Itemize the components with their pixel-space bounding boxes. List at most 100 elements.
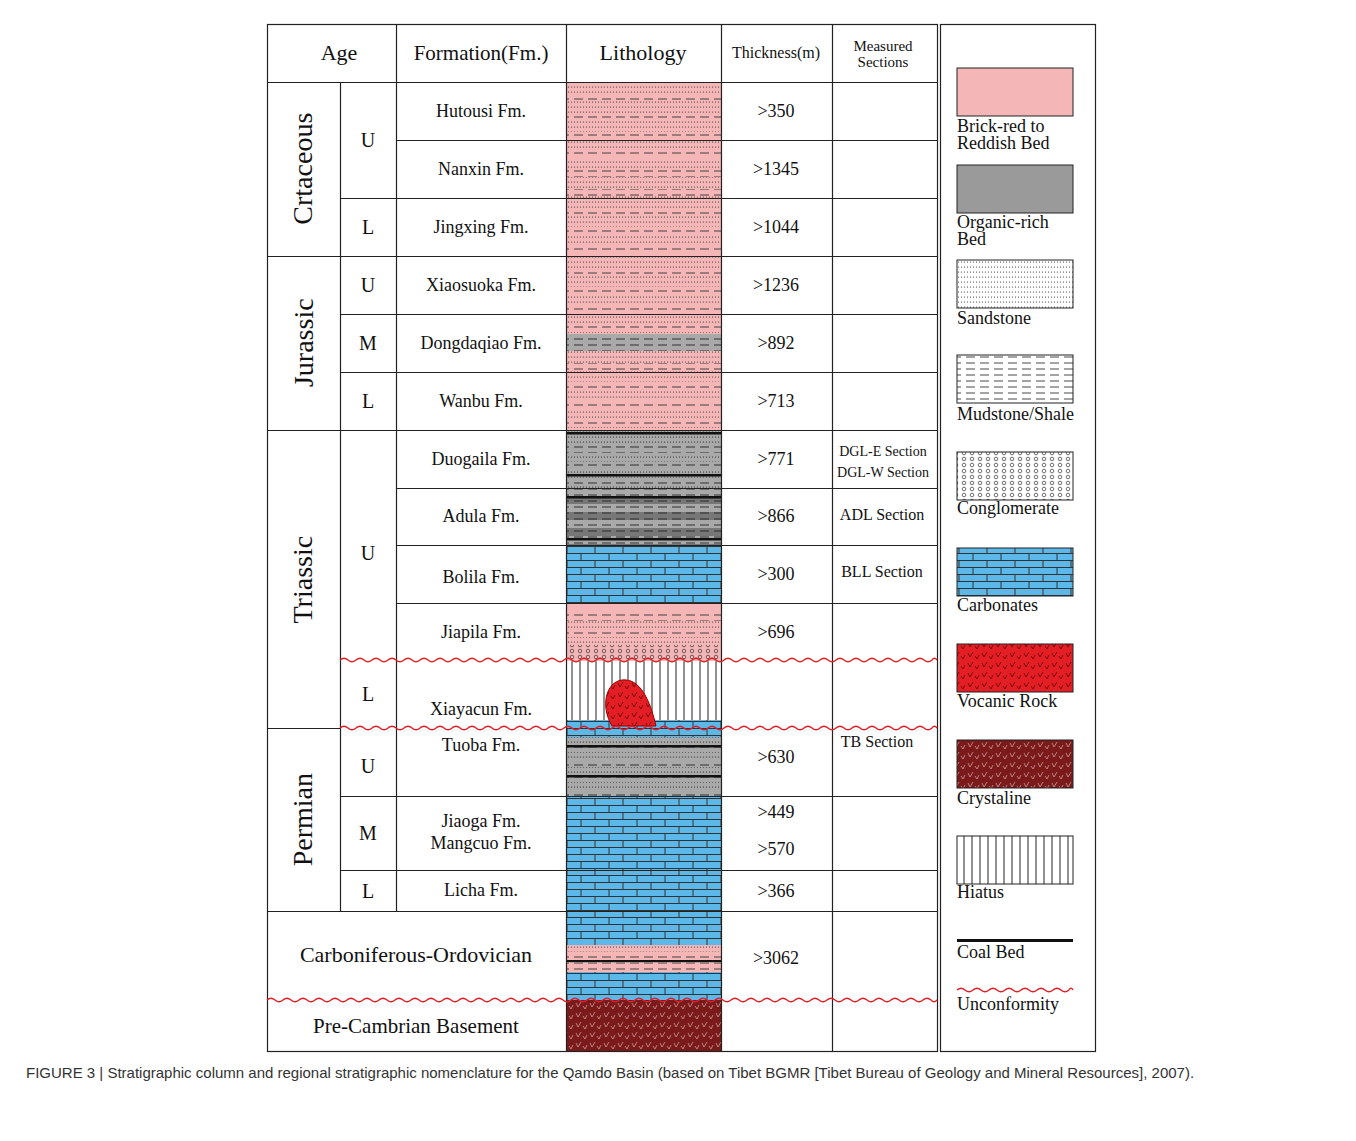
rock-band (566, 637, 721, 645)
rock-band (566, 603, 721, 613)
rock-band (566, 478, 721, 485)
table-cell: U (361, 130, 375, 151)
table-cell: >696 (757, 623, 794, 642)
rock-band (566, 528, 721, 536)
legend-sample (957, 260, 1073, 308)
table-cell: Thickness(m) (732, 45, 820, 62)
legend-label: Organic-rich Bed (957, 214, 1075, 248)
rock-band (566, 767, 721, 775)
table-cell: Bolila Fm. (442, 568, 519, 587)
table-cell: L (362, 684, 374, 705)
table-cell: Pre-Cambrian Basement (313, 1015, 519, 1037)
table-cell: Nanxin Fm. (438, 160, 524, 179)
table-cell: L (362, 217, 374, 238)
table-cell: Formation(Fm.) (414, 42, 549, 64)
table-cell: >570 (757, 840, 794, 859)
rock-band (566, 94, 721, 101)
rock-band (566, 737, 721, 745)
rock-band (566, 446, 721, 453)
rock-band (566, 469, 721, 478)
rock-band (566, 246, 721, 253)
rock-band (566, 437, 721, 446)
table-cell: >366 (757, 882, 794, 901)
table-cell: >1236 (753, 276, 799, 295)
table-cell: DGL-E Section (839, 445, 926, 460)
rock-band (566, 256, 721, 268)
rock-band (566, 294, 721, 306)
rock-band (566, 462, 721, 469)
table-cell: >449 (757, 803, 794, 822)
rock-band (566, 101, 721, 113)
figure-caption: FIGURE 3 | Stratigraphic column and regi… (26, 1062, 1326, 1083)
legend-sample (957, 939, 1073, 942)
table-cell: U (361, 756, 375, 777)
table-cell: >771 (757, 450, 794, 469)
rock-band (566, 215, 721, 227)
table-cell: >866 (757, 507, 794, 526)
rock-band (566, 488, 721, 496)
rock-band (566, 775, 721, 782)
rock-band (566, 453, 721, 462)
rock-band (566, 629, 721, 637)
legend-swatch (957, 165, 1073, 213)
rock-band (566, 382, 721, 389)
legend-sample (957, 988, 1073, 992)
legend-label: Carbonates (957, 597, 1089, 614)
table-cell: Carboniferous-Ordovician (300, 943, 532, 966)
table-cell: M (359, 333, 377, 354)
table-cell: Xiayacun Fm. (430, 700, 532, 719)
legend-label: Brick-red to Reddish Bed (957, 118, 1077, 152)
rock-band (566, 520, 721, 528)
rock-band (566, 363, 721, 370)
legend-label: Crystaline (957, 790, 1089, 807)
rock-band (566, 474, 721, 477)
legend-label: Mudstone/Shale (957, 406, 1097, 423)
rock-band (566, 325, 721, 332)
rock-band (566, 496, 721, 504)
table-cell: >350 (757, 102, 794, 121)
rock-band (566, 334, 721, 351)
rock-band (566, 208, 721, 215)
rock-band (566, 496, 721, 499)
rock-band (566, 972, 721, 1000)
rock-band (566, 963, 721, 973)
rock-band (566, 512, 721, 520)
rock-band (566, 227, 721, 234)
table-cell: >630 (757, 748, 794, 767)
rock-band (566, 253, 721, 256)
table-cell: Jiapila Fm. (441, 623, 521, 642)
rock-band (566, 952, 721, 960)
table-cell: >713 (757, 392, 794, 411)
rock-band (566, 1000, 721, 1051)
legend-sample (957, 548, 1073, 596)
legend-sample (957, 836, 1073, 884)
table-cell: U (361, 543, 375, 564)
legend-label: Hiatus (957, 884, 1089, 901)
rock-band (566, 82, 721, 94)
rock-band (566, 420, 721, 427)
rock-band (566, 351, 721, 363)
table-cell: Age (321, 41, 358, 64)
rock-band (566, 177, 721, 189)
rock-band (566, 332, 721, 334)
rock-band (566, 234, 721, 246)
table-cell: Xiaosuoka Fm. (426, 276, 536, 295)
legend-label: Vocanic Rock (957, 693, 1089, 710)
unconformity-line (267, 998, 937, 1002)
table-cell: Tuoba Fm. (442, 736, 520, 755)
rock-band (566, 306, 721, 313)
table-cell: Measured Sections (834, 39, 932, 71)
rock-band (566, 432, 721, 435)
rock-band (566, 389, 721, 401)
rock-band (566, 485, 721, 488)
rock-band (566, 760, 721, 767)
table-cell: Mangcuo Fm. (431, 834, 532, 853)
table-cell: >892 (757, 334, 794, 353)
period-label: Permian (288, 773, 317, 866)
rock-band (566, 408, 721, 420)
table-cell: >300 (757, 565, 794, 584)
rock-band (566, 189, 721, 196)
period-label: Triassic (288, 536, 317, 624)
